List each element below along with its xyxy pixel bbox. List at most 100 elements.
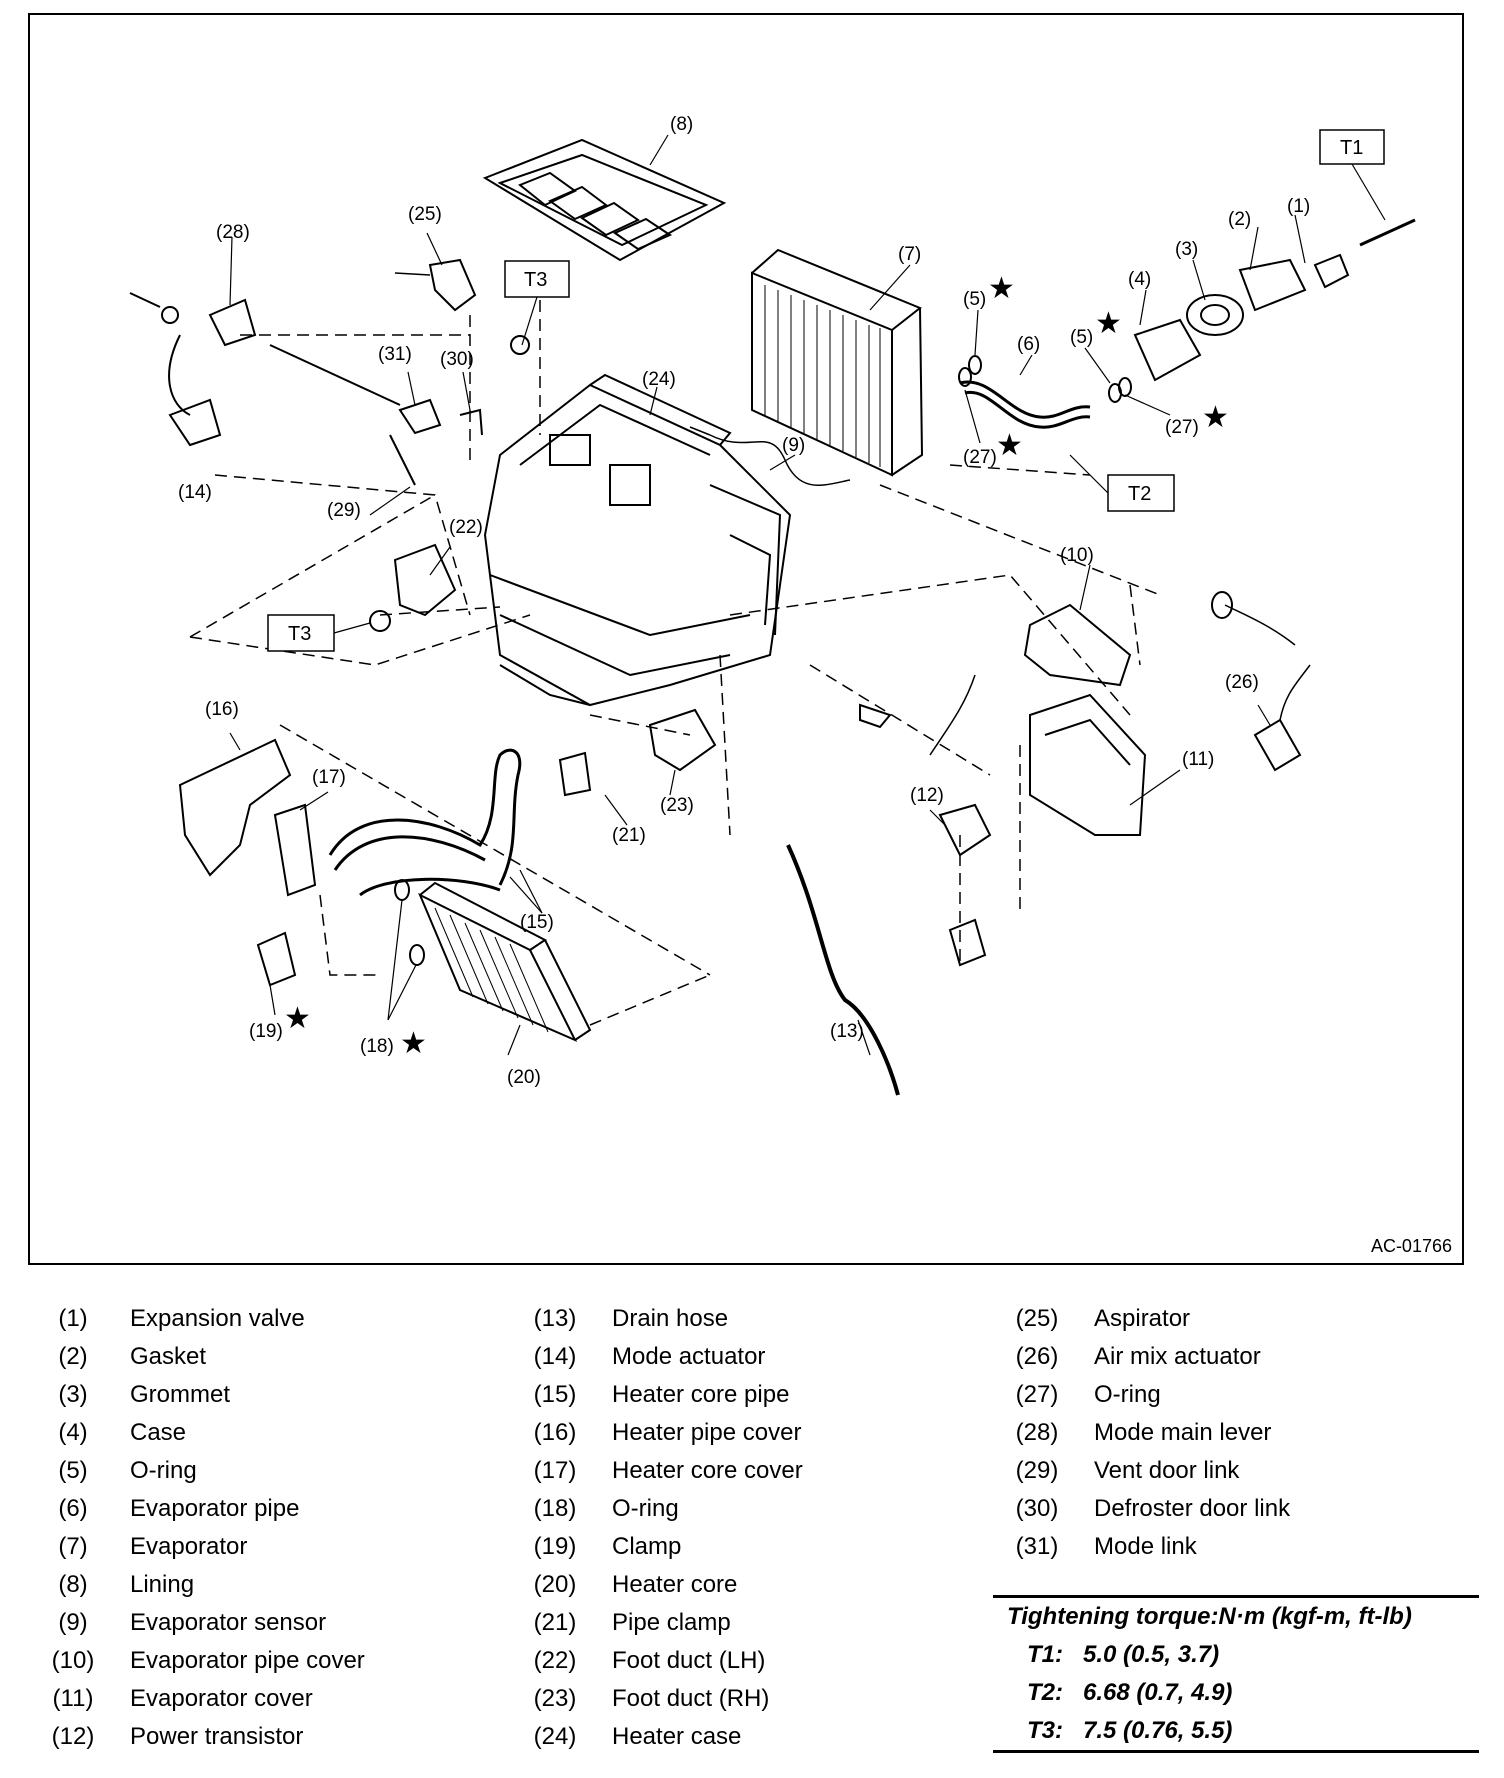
evaporator-pipe-part (959, 380, 1091, 419)
torque-value: 5.0 (0.5, 3.7) (1083, 1641, 1220, 1668)
evaporator-cover-part (1029, 693, 1147, 836)
callout-27b: (27) (1165, 417, 1199, 438)
dashed-leaders (189, 300, 1161, 1026)
case-part (1133, 318, 1202, 382)
callout-24: (24) (642, 369, 676, 390)
legend-num: (29) (1015, 1457, 1059, 1484)
pipe-clamp-part (558, 751, 592, 797)
legend-name: O-ring (130, 1457, 197, 1484)
clamp-part (256, 931, 297, 987)
callout-5a: (5) (963, 289, 986, 310)
legend-num: (23) (533, 1685, 577, 1712)
legend-num: (5) (58, 1457, 88, 1484)
torque-value: 6.68 (0.7, 4.9) (1083, 1679, 1233, 1706)
legend-num: (19) (533, 1533, 577, 1560)
svg-text:★: ★ (1202, 401, 1229, 434)
callout-8: (8) (670, 114, 693, 135)
exploded-diagram: (1) (2) (3) (4) (5) (5) (6) (7) (8) (9) … (28, 13, 1464, 1265)
legend-name: Evaporator cover (130, 1685, 313, 1712)
callout-28: (28) (216, 222, 250, 243)
callout-19: (19) (249, 1021, 283, 1042)
legend-name: Expansion valve (130, 1305, 305, 1332)
torque-key: T3: (1027, 1717, 1063, 1744)
legend-name: Foot duct (RH) (612, 1685, 770, 1712)
legend-name: Power transistor (130, 1723, 304, 1750)
legend-name: Gasket (130, 1343, 207, 1370)
o-ring-5a (968, 355, 982, 375)
legend-name: Vent door link (1094, 1457, 1240, 1484)
legend-name: O-ring (1094, 1381, 1161, 1408)
callout-14: (14) (178, 482, 212, 503)
torque-boxes: T1 T2 T3 T3 (267, 129, 1386, 652)
power-transistor-part (938, 803, 992, 857)
torque-title: Tightening torque:N·m (kgf-m, ft-lb) (1007, 1603, 1412, 1630)
legend-name: Grommet (130, 1381, 231, 1408)
legend-num: (25) (1015, 1305, 1059, 1332)
legend-num: (3) (58, 1381, 88, 1408)
svg-text:★: ★ (996, 429, 1023, 462)
callout-leaders (229, 134, 1306, 1056)
heater-core-pipe-part (328, 748, 522, 886)
legend-num: (11) (52, 1685, 94, 1712)
legend-num: (9) (58, 1609, 88, 1636)
svg-text:★: ★ (400, 1027, 427, 1060)
torque-row: T2: 6.68 (0.7, 4.9) (993, 1674, 1479, 1712)
svg-text:★: ★ (1095, 307, 1122, 340)
heater-pipe-cover-part (178, 738, 292, 877)
legend-name: Evaporator pipe (130, 1495, 300, 1522)
torque-bottom-rule (993, 1750, 1479, 1753)
legend-num: (21) (533, 1609, 577, 1636)
legend-num: (2) (58, 1343, 88, 1370)
torque-row: T3:7.5 (0.76, 5.5) (993, 1712, 1479, 1750)
legend-num: (14) (533, 1343, 577, 1370)
callout-3: (3) (1175, 239, 1198, 260)
legend-name: Mode actuator (612, 1343, 766, 1370)
legend-name: Evaporator (130, 1533, 248, 1560)
t1-bolt (1359, 218, 1416, 247)
o-ring-18a (394, 879, 410, 901)
svg-text:★: ★ (988, 272, 1015, 305)
torque-table: Tightening torque:N·m (kgf-m, ft-lb) T1:… (993, 1595, 1479, 1753)
o-ring-18b (409, 944, 425, 966)
legend-name: Air mix actuator (1094, 1343, 1261, 1370)
grommet-part (1186, 294, 1244, 336)
mode-main-lever-part (208, 298, 257, 347)
legend-name: Mode link (1094, 1533, 1197, 1560)
callout-22: (22) (449, 517, 483, 538)
legend-num: (31) (1015, 1533, 1059, 1560)
legend-num: (13) (533, 1305, 577, 1332)
callout-17: (17) (312, 767, 346, 788)
legend-num: (20) (533, 1571, 577, 1598)
legend-name: Case (130, 1419, 187, 1446)
callout-27a: (27) (963, 447, 997, 468)
mode-link-part (398, 398, 442, 435)
callout-11: (11) (1182, 749, 1214, 770)
legend-name: Evaporator sensor (130, 1609, 327, 1636)
replace-stars: ★ ★ ★ ★ ★ ★ (284, 272, 1229, 1060)
box-t3-left: T3 (288, 623, 311, 645)
callout-13: (13) (830, 1021, 864, 1042)
evaporator-pipe-cover-part (1023, 603, 1132, 687)
callout-10: (10) (1060, 545, 1094, 566)
callout-5b: (5) (1070, 327, 1093, 348)
legend-name: Mode main lever (1094, 1419, 1272, 1446)
foot-duct-lh-part (393, 543, 457, 617)
legend-num: (18) (533, 1495, 577, 1522)
callout-21: (21) (612, 825, 646, 846)
vent-door-link-part (389, 434, 416, 486)
callout-23: (23) (660, 795, 694, 816)
legend-name: Pipe clamp (612, 1609, 731, 1636)
callout-31: (31) (378, 344, 412, 365)
legend-name: Heater pipe cover (612, 1419, 802, 1446)
callout-9: (9) (782, 435, 805, 456)
legend-num: (1) (58, 1305, 88, 1332)
legend-name: Heater core (612, 1571, 738, 1598)
legend-num: (8) (58, 1571, 88, 1598)
callout-20: (20) (507, 1067, 541, 1088)
torque-key: T2: (1027, 1679, 1063, 1706)
figure-id: AC-01766 (1370, 1236, 1452, 1256)
callout-4: (4) (1128, 269, 1151, 290)
torque-row: T1:5.0 (0.5, 3.7) (993, 1636, 1479, 1674)
callout-15: (15) (520, 912, 554, 933)
linkage (168, 334, 191, 416)
